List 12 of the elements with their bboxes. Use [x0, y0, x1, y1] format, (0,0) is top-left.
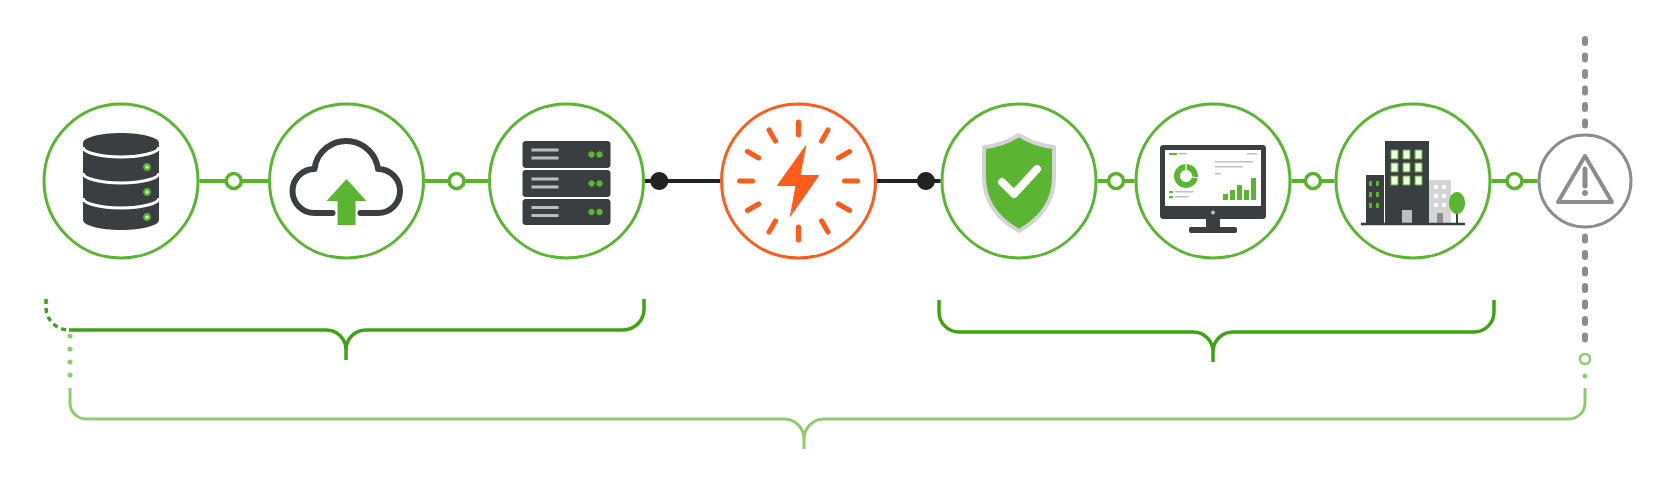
connector	[1291, 171, 1335, 191]
step-circle	[1537, 133, 1633, 229]
connector	[425, 171, 488, 191]
connector	[199, 171, 268, 191]
connector	[877, 172, 941, 190]
connector	[645, 172, 720, 190]
connector	[1491, 171, 1538, 191]
dotted-line	[1582, 233, 1588, 343]
step-circle	[720, 102, 877, 260]
step-circle	[268, 102, 425, 260]
connector	[1097, 171, 1135, 191]
dotted-line	[1582, 36, 1588, 129]
